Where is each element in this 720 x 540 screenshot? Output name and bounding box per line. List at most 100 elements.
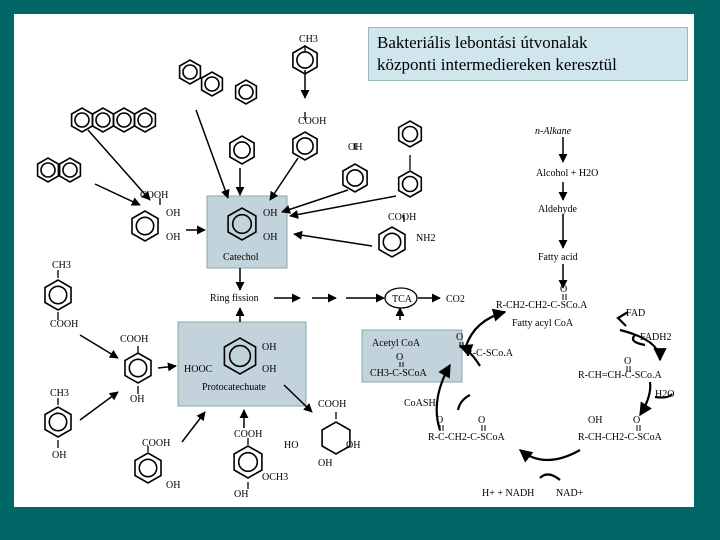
label-mhb-oh: OH [166,480,180,491]
pathway-arrows [79,70,568,443]
anthracene-ring-4-aromatic-circle [137,112,153,128]
label-tca: TCA [392,294,413,305]
label-enoyl-coa: R-CH=CH-C-SCo.A [578,370,662,381]
anthracene-ring-3-aromatic-circle [116,112,132,128]
label-fatty-acyl-coa: Fatty acyl CoA [512,318,574,329]
label-alcohol: Alcohol + H2O [536,168,598,179]
label-ch3-top: CH3 [299,34,318,45]
label-quinate-cooh: COOH [318,399,346,410]
benzene-ring-aromatic-circle [233,141,251,159]
anthracene-ring-1-aromatic-circle [74,112,90,128]
phenol-ring-aromatic-circle [346,169,364,187]
naphthalene-ring-2 [58,157,82,183]
beta-oxidation-cycle [435,308,673,481]
m-hydroxybenzoate-ring [134,452,162,484]
vanillate-ring-aromatic-circle [237,451,259,473]
label-cooh-salicylate: COOH [140,190,168,201]
label-fatty-acid: Fatty acid [538,252,578,263]
label-cooh-anthranilate: COOH [388,212,416,223]
label-quinate-oh2: OH [318,458,332,469]
label-co2: CO2 [446,294,465,305]
label-quinate-ho: HO [284,440,298,451]
catechol-ring-aromatic-circle [231,213,253,235]
naphthalene-ring-1-aromatic-circle [40,162,56,178]
label-h2o: H2O [655,389,674,400]
label-acetyl-formula: CH3-C-SCoA [370,368,427,379]
quinate-ring [321,421,351,455]
anthranilate-ring [378,226,406,258]
label-keto-o2: O [478,415,485,426]
label-fad: FAD [626,308,645,319]
label-hb-cooh: COOH [120,334,148,345]
label-nh2: NH2 [416,233,435,244]
biphenyl-ring-2 [397,170,423,198]
phenol-ring [342,163,368,193]
phenanthrene-ring-3 [234,79,258,105]
label-catechol: Catechol [223,252,259,263]
phenanthrene-ring-2 [200,71,224,97]
label-proto-hooc: HOOC [184,364,213,375]
benzene-ring [229,135,255,165]
label-acyl-coa-short: R-C-SCo.A [466,348,514,359]
label-keto-o1: O [436,415,443,426]
label-cresol-oh: OH [52,450,66,461]
catechol-ring [227,207,257,241]
label-oh-sal-1: OH [166,208,180,219]
label-acyl-coa-short-o: O [456,332,463,343]
label-toluate-cooh: COOH [50,319,78,330]
hydroxybenzoate-ring-aromatic-circle [128,358,148,378]
salicylate-ring [131,210,159,242]
label-ketoacyl-coa: R-C-CH2-C-SCoA [428,432,505,443]
anthranilate-ring-aromatic-circle [382,232,402,252]
label-oh-phenol: OH [348,142,362,153]
label-hb-oh: OH [130,394,144,405]
label-nad: NAD+ [556,488,584,499]
label-n-alkane: n-Alkane [535,126,572,137]
label-hydroxy-oh: OH [588,415,602,426]
benzoate-ring-aromatic-circle [296,137,314,155]
tca-circle [384,287,418,309]
cresol-ring [44,406,72,438]
label-mhb-cooh: COOH [142,438,170,449]
label-ring-fission: Ring fission [210,293,259,304]
label-o-2: O [624,356,631,367]
toluate-ring [44,279,72,311]
label-cooh-top: COOH [298,116,326,127]
label-aldehyde: Aldehyde [538,204,577,215]
label-coash: CoASH [404,398,436,409]
vanillate-ring [233,445,263,479]
hydroxybenzoate-ring [124,352,152,384]
naphthalene-ring-1 [36,157,60,183]
label-acyl-coa: R-CH2-CH2-C-SCo.A [496,300,588,311]
biphenyl-ring-2-aromatic-circle [401,175,419,193]
label-o-1: O [560,284,567,295]
slide-title-line-2: központi intermediereken keresztül [377,55,617,74]
phenanthrene-ring-3-aromatic-circle [238,84,254,100]
label-cresol-ch3: CH3 [50,388,69,399]
phenanthrene-ring-2-aromatic-circle [204,76,220,92]
slide-canvas [14,14,694,507]
label-hydroxy-o: O [633,415,640,426]
label-toluate-ch3: CH3 [52,260,71,271]
carbonyl-bonds [399,294,641,431]
benzoate-ring [292,131,318,161]
label-hydroxyacyl-coa: R-CH-CH2-C-SCoA [578,432,663,443]
anthracene-ring-4 [133,107,157,133]
slide-title-box: Bakteriális lebontási útvonalak központi… [368,27,688,81]
protocatechuate-box [177,321,307,407]
m-hydroxybenzoate-ring-aromatic-circle [138,458,158,478]
label-vanillate-cooh: COOH [234,429,262,440]
anthracene-ring-2-aromatic-circle [95,112,111,128]
naphthalene-ring-2-aromatic-circle [62,162,78,178]
label-proto-oh1: OH [262,342,276,353]
toluate-ring-aromatic-circle [48,285,68,305]
phenanthrene-ring-1-aromatic-circle [182,64,198,80]
label-acetyl-coa: Acetyl CoA [372,338,421,349]
label-fadh2: FADH2 [640,332,671,343]
slide-title-line-1: Bakteriális lebontási útvonalak [377,33,588,52]
label-acetyl-o: O [396,352,403,363]
biphenyl-ring-1-aromatic-circle [401,125,419,143]
label-protocatechuate: Protocatechuate [202,382,266,393]
label-proto-oh2: OH [262,364,276,375]
